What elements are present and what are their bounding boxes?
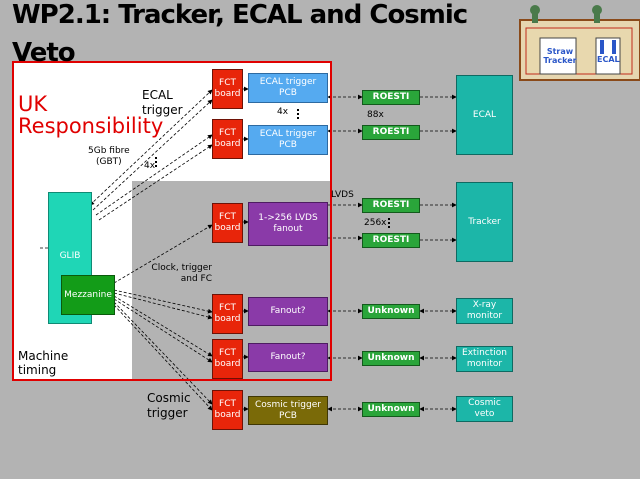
- fanout-2: Fanout?: [248, 343, 328, 372]
- xray-monitor: X-ray monitor: [456, 298, 513, 324]
- multiplicity-88x: 88x: [367, 110, 384, 120]
- uk-responsibility-label: UK Responsibility: [18, 92, 164, 138]
- fibre-link-3: [95, 134, 213, 216]
- cosmic-trigger-pcb: Cosmic trigger PCB: [248, 396, 328, 425]
- fct-board-6: FCT board: [212, 390, 243, 430]
- extinction-monitor: Extinction monitor: [456, 346, 513, 372]
- ecal-trigger-pcb-2: ECAL trigger PCB: [248, 125, 328, 155]
- inset-ecal-label: ECAL: [597, 55, 620, 64]
- multiplicity-4x-left: 4x: [144, 161, 156, 171]
- multiplicity-4x-top: 4x: [277, 107, 289, 117]
- unknown-2: Unknown: [362, 351, 420, 366]
- fct-board-2: FCT board: [212, 119, 243, 159]
- fibre-link-2: [92, 99, 213, 211]
- lvds-label: LVDS: [331, 190, 354, 200]
- fibre-link-1: [89, 89, 213, 206]
- unknown-1: Unknown: [362, 304, 420, 319]
- roesti-2: ROESTI: [362, 125, 420, 140]
- machine-timing-label: Machine timing: [18, 349, 69, 377]
- mezz-fct5b: [113, 298, 213, 363]
- uk-responsibility-frame: [12, 61, 332, 381]
- roesti-1: ROESTI: [362, 90, 420, 105]
- lvds-fanout: 1->256 LVDS fanout: [248, 202, 328, 246]
- fct-board-3: FCT board: [212, 203, 243, 243]
- mezz-fct4b: [113, 292, 213, 320]
- roesti-4: ROESTI: [362, 233, 420, 248]
- ecal-trigger-pcb-1: ECAL trigger PCB: [248, 73, 328, 103]
- ecal-trigger-label: ECAL trigger: [142, 88, 183, 117]
- fibre-link-4: [98, 144, 213, 221]
- clock-trigger-label: Clock, trigger and FC: [151, 263, 212, 284]
- ecal-detector: ECAL: [456, 75, 513, 155]
- roesti-3: ROESTI: [362, 198, 420, 213]
- unknown-3: Unknown: [362, 402, 420, 417]
- tracker-detector: Tracker: [456, 182, 513, 262]
- mezzanine-board: Mezzanine: [61, 275, 115, 315]
- fibre-label: 5Gb fibre (GBT): [88, 146, 130, 167]
- mezz-fct6b: [113, 304, 213, 411]
- fct-board-4: FCT board: [212, 294, 243, 334]
- cosmic-trigger-label: Cosmic trigger: [147, 391, 191, 420]
- mezz-fct4: [113, 289, 213, 314]
- inset-straw-tracker-label: Straw Tracker: [543, 47, 577, 65]
- fanout-1: Fanout?: [248, 297, 328, 326]
- mezz-fct6: [113, 301, 213, 405]
- multiplicity-256x: 256x: [364, 218, 387, 228]
- mezz-fct3: [113, 224, 213, 284]
- mezz-fct5: [113, 295, 213, 357]
- fct-board-5: FCT board: [212, 339, 243, 379]
- page-title: WP2.1: Tracker, ECAL and Cosmic Veto: [12, 0, 468, 68]
- cosmic-veto: Cosmic veto: [456, 396, 513, 422]
- fct-board-1: FCT board: [212, 69, 243, 109]
